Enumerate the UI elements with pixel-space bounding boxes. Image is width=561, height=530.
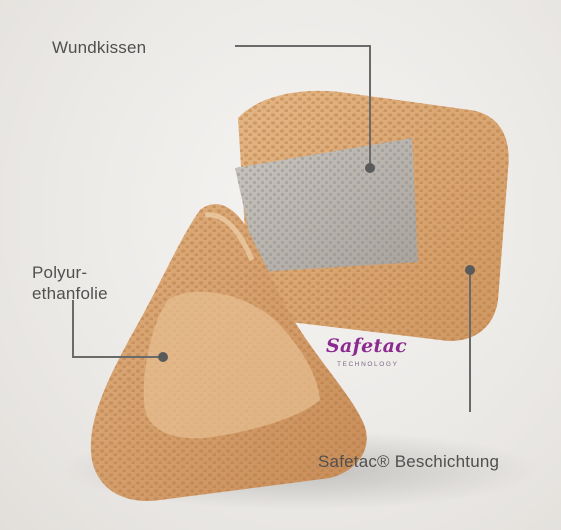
film-label: Polyur- ethanfolie [32, 262, 142, 304]
logo-wordmark: Safetac [326, 335, 407, 357]
coating-label: Safetac® Beschichtung [318, 451, 499, 472]
film-label-line-1: Polyur- [32, 262, 142, 283]
wound-pad-label: Wundkissen [52, 37, 146, 58]
safetac-logo: Safetac TECHNOLOGY [326, 335, 456, 375]
film-label-line-2: ethanfolie [32, 283, 142, 304]
logo-subline: TECHNOLOGY [337, 361, 399, 368]
